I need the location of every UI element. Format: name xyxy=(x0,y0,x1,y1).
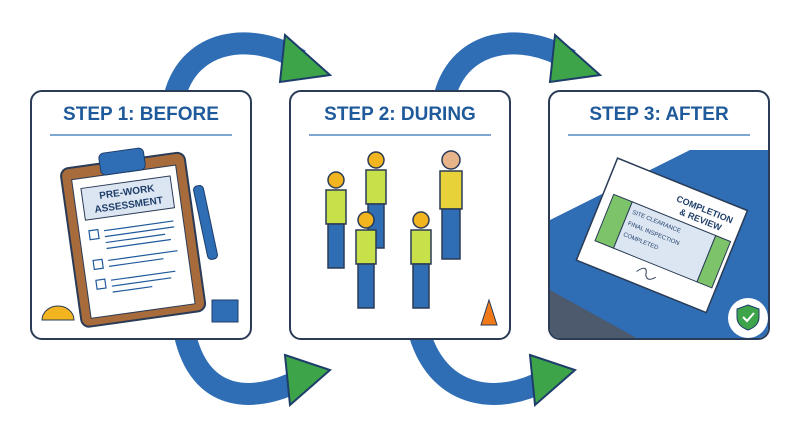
divider xyxy=(50,134,232,136)
signature xyxy=(636,267,657,280)
step-3-panel: STEP 3: AFTER COMPLETION & REVIEW SITE C… xyxy=(548,90,770,340)
arrow-head-top-1 xyxy=(278,32,333,84)
step-1-panel: STEP 1: BEFORE PRE-WORK ASSESSMENT xyxy=(30,90,252,340)
traffic-cone-icon xyxy=(480,298,498,326)
arrow-bottom-2 xyxy=(409,331,551,405)
boots-icon xyxy=(211,299,239,323)
arrow-head-top-2 xyxy=(548,32,603,84)
workers-illustration xyxy=(325,150,498,326)
completion-report-illustration: COMPLETION & REVIEW SITE CLEARANCE FINAL… xyxy=(550,150,768,338)
arrow-head-bottom-1 xyxy=(283,353,332,408)
clipboard-illustration: PRE-WORK ASSESSMENT xyxy=(41,147,239,328)
shield-check-icon xyxy=(736,304,760,331)
arrow-top-1 xyxy=(164,32,306,99)
step-title: STEP 3: AFTER xyxy=(589,104,729,125)
hard-hat-icon xyxy=(41,305,75,321)
arrow-bottom-1 xyxy=(174,332,305,405)
step-title: STEP 1: BEFORE xyxy=(63,104,219,125)
divider xyxy=(568,134,750,136)
step-2-panel: STEP 2: DURING xyxy=(289,90,511,340)
arrow-head-bottom-2 xyxy=(528,353,577,408)
divider xyxy=(309,134,491,136)
step-title: STEP 2: DURING xyxy=(324,104,476,125)
arrow-top-2 xyxy=(434,32,576,99)
